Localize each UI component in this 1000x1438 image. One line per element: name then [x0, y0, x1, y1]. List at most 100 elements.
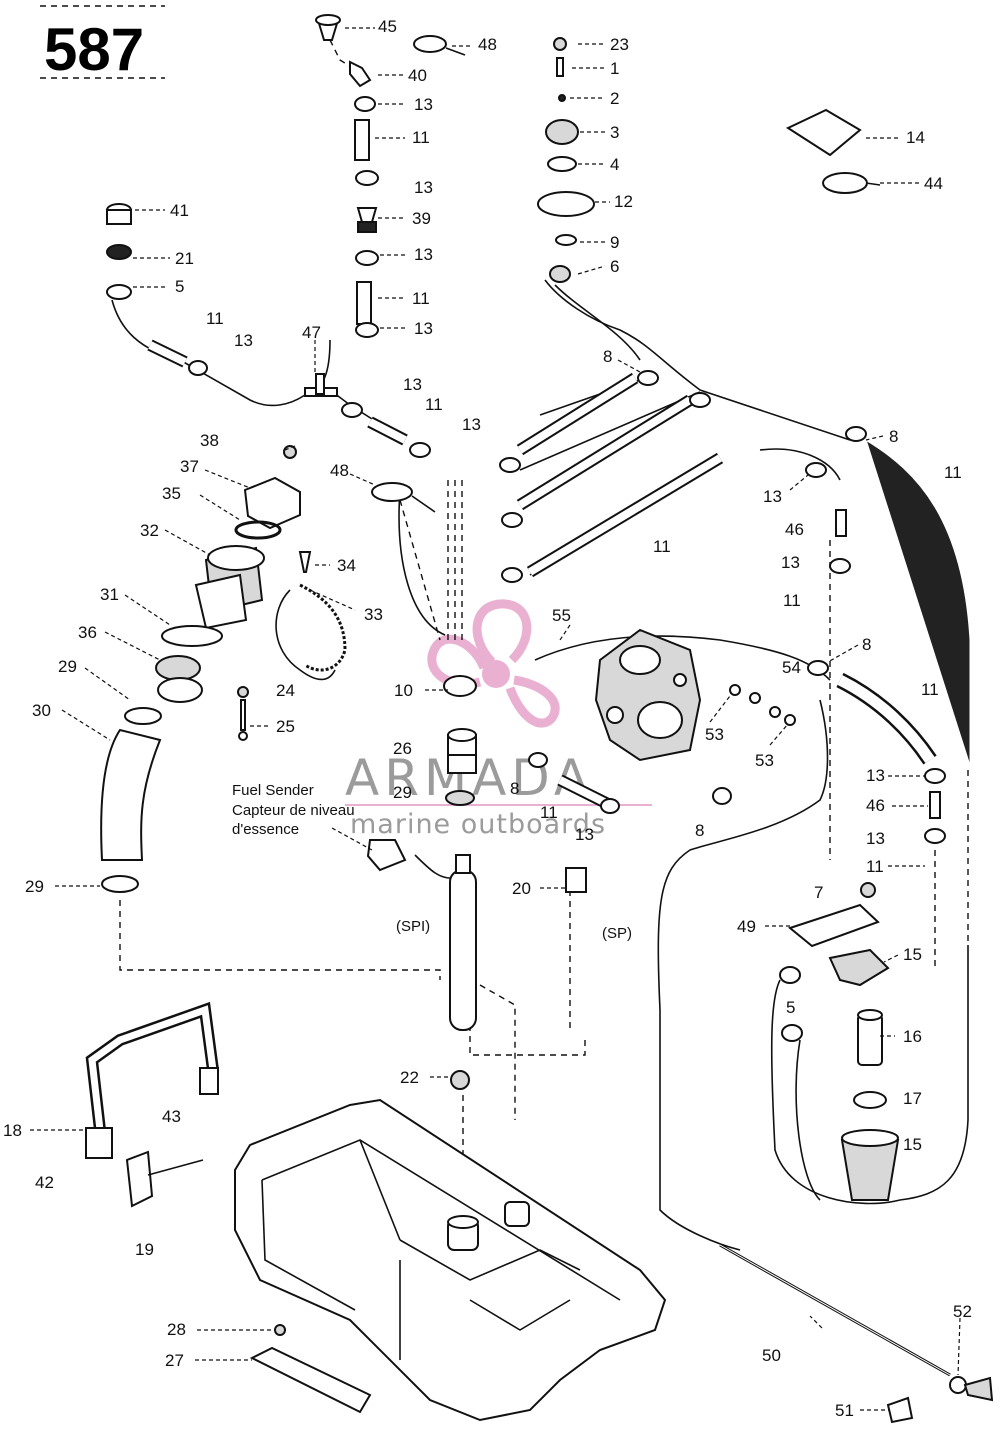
part-8-label: 8: [510, 779, 519, 798]
part-55-label: 55: [552, 606, 571, 625]
tank-strap: [85, 1001, 372, 1414]
part-11-label: 11: [921, 680, 939, 699]
part-8-label: 8: [862, 635, 871, 654]
part-40-label: 40: [408, 66, 427, 85]
figure-number-text: 587: [44, 16, 144, 83]
note-fuel-sender-fr-line1: Capteur de niveau: [232, 802, 355, 819]
hoses: [147, 119, 975, 811]
part-11-label: 11: [866, 857, 884, 876]
primer-cable: [719, 1243, 994, 1424]
note-spi: (SPI): [396, 918, 430, 935]
part-1-label: 1: [610, 59, 619, 78]
part-8-label: 8: [889, 427, 898, 446]
part-39-label: 39: [412, 209, 431, 228]
part-33-label: 33: [364, 605, 383, 624]
part-8-label: 8: [603, 347, 612, 366]
part-13-label: 13: [781, 553, 800, 572]
clips-14-44: [371, 35, 881, 513]
small-fittings: [106, 14, 946, 1336]
part-5-label: 5: [786, 998, 795, 1017]
part-48-label: 48: [330, 461, 349, 480]
part-41-label: 41: [170, 201, 189, 220]
fuel-lines: [111, 39, 969, 1251]
part-13-label: 13: [414, 178, 433, 197]
part-42-label: 42: [35, 1173, 54, 1192]
part-29-label: 29: [58, 657, 77, 676]
part-11-label: 11: [540, 803, 558, 822]
part-31-label: 31: [100, 585, 119, 604]
part-35-label: 35: [162, 484, 181, 503]
part-2-label: 2: [610, 89, 619, 108]
part-20-label: 20: [512, 879, 531, 898]
part-6-label: 6: [610, 257, 619, 276]
part-12-label: 12: [614, 192, 633, 211]
figure-number: 587: [40, 5, 165, 83]
part-18-label: 18: [3, 1121, 22, 1140]
part-30-label: 30: [32, 701, 51, 720]
part-16-label: 16: [903, 1027, 922, 1046]
diagram-notes: Fuel Sender Capteur de niveau d'essence …: [232, 782, 632, 942]
part-32-label: 32: [140, 521, 159, 540]
carburetor-assembly: [594, 628, 702, 762]
part-11-label: 11: [425, 395, 443, 414]
note-fuel-sender-fr-line2: d'essence: [232, 821, 299, 838]
part-3-label: 3: [610, 123, 619, 142]
ground-lead: [299, 583, 347, 672]
part-29-label: 29: [25, 877, 44, 896]
part-9-label: 9: [610, 233, 619, 252]
note-sp: (SP): [602, 925, 632, 942]
part-37-label: 37: [180, 457, 199, 476]
part-50-label: 50: [762, 1346, 781, 1365]
propeller-icon: [427, 599, 560, 728]
part-10-label: 10: [394, 681, 413, 700]
part-11-label: 11: [783, 591, 801, 610]
part-21-label: 21: [175, 249, 194, 268]
tee-fitting: [304, 373, 338, 397]
part-13-label: 13: [763, 487, 782, 506]
part-5-label: 5: [175, 277, 184, 296]
part-46-label: 46: [866, 796, 885, 815]
part-15-label: 15: [903, 945, 922, 964]
part-34-label: 34: [337, 556, 356, 575]
part-11-label: 11: [412, 289, 430, 308]
part-47-label: 47: [302, 323, 321, 342]
part-13-label: 13: [866, 829, 885, 848]
part-13-label: 13: [462, 415, 481, 434]
part-13-label: 13: [414, 319, 433, 338]
part-46-label: 46: [785, 520, 804, 539]
part-36-label: 36: [78, 623, 97, 642]
part-4-label: 4: [610, 155, 619, 174]
part-53-label: 53: [705, 725, 724, 744]
fuel-filler-assembly: [100, 476, 301, 893]
part-49-label: 49: [737, 917, 756, 936]
part-38-label: 38: [200, 431, 219, 450]
part-24-label: 24: [276, 681, 295, 700]
watermark-tagline: marine outboards: [350, 809, 606, 840]
part-19-label: 19: [135, 1240, 154, 1259]
part-51-label: 51: [835, 1401, 854, 1420]
part-22-label: 22: [400, 1068, 419, 1087]
fuel-filter-group: [787, 903, 900, 1201]
part-13-label: 13: [403, 375, 422, 394]
part-13-label: 13: [414, 245, 433, 264]
part-11-label: 11: [206, 309, 224, 328]
part-17-label: 17: [903, 1089, 922, 1108]
part-15-label: 15: [903, 1135, 922, 1154]
part-44-label: 44: [924, 174, 943, 193]
part-45-label: 45: [378, 17, 397, 36]
part-13-label: 13: [575, 825, 594, 844]
part-13-label: 13: [866, 766, 885, 785]
part-54-label: 54: [782, 658, 801, 677]
part-callouts: 45 48 23 1 40 2 13 3 11 14 4 13 44 41 39…: [3, 17, 972, 1420]
part-11-label: 11: [944, 463, 962, 482]
part-48-label: 48: [478, 35, 497, 54]
note-fuel-sender: Fuel Sender: [232, 782, 314, 799]
part-13-label: 13: [414, 95, 433, 114]
part-43-label: 43: [162, 1107, 181, 1126]
part-26-label: 26: [393, 739, 412, 758]
part-8-label: 8: [695, 821, 704, 840]
part-27-label: 27: [165, 1351, 184, 1370]
part-52-label: 52: [953, 1302, 972, 1321]
